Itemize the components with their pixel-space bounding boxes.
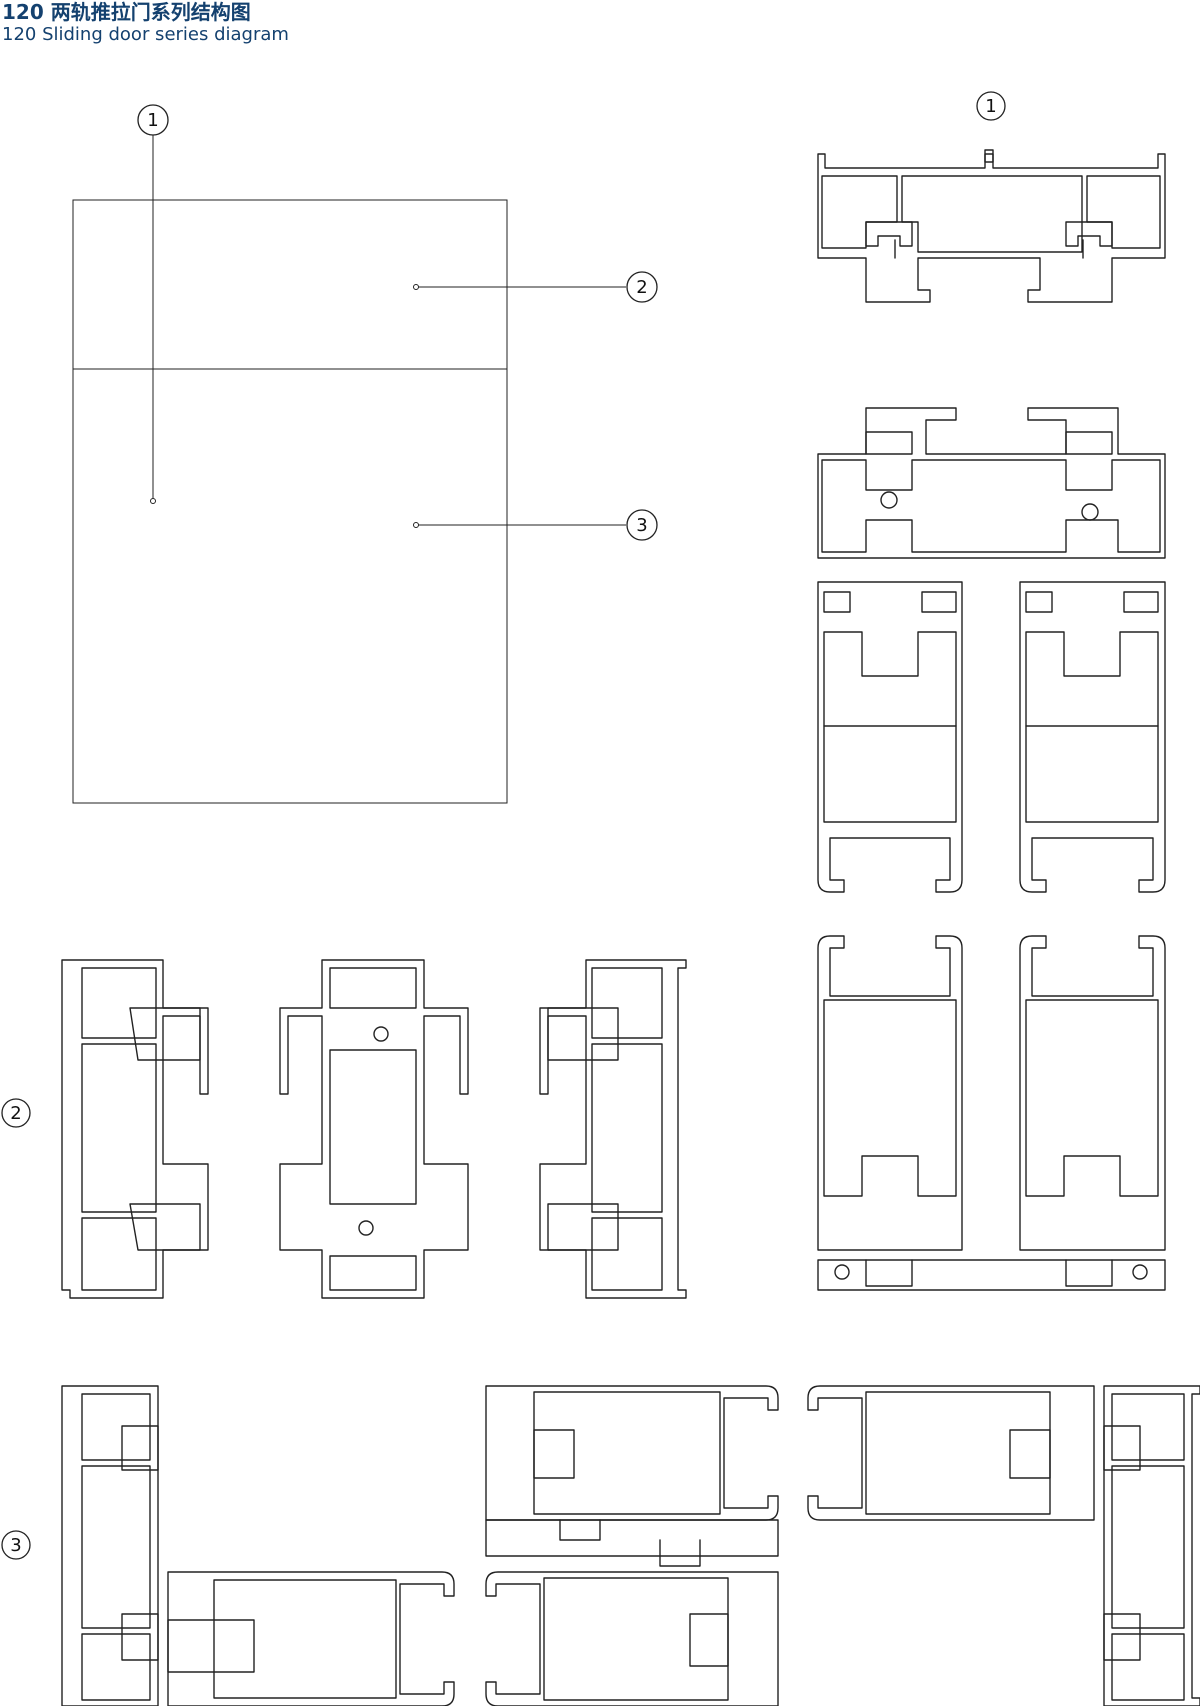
leader-dot-1 xyxy=(150,498,156,504)
section-label-3: 3 xyxy=(10,1535,21,1556)
title-block: 120 两轨推拉门系列结构图 120 Sliding door series d… xyxy=(2,0,289,46)
leader-dot-2 xyxy=(413,284,419,290)
section-3-middle-bottom xyxy=(485,1571,779,1706)
section-1-sash-pair-upper xyxy=(817,581,1166,893)
section-badge-2: 2 xyxy=(1,1098,31,1128)
section-3-right-jamb xyxy=(1103,1385,1200,1706)
callout-label-3: 3 xyxy=(636,515,647,536)
section-2-profile-right xyxy=(539,959,687,1299)
callout-label-2: 2 xyxy=(636,277,647,298)
section-3-middle-top xyxy=(485,1385,779,1567)
section-label-1: 1 xyxy=(985,96,996,117)
callout-badge-3: 3 xyxy=(626,509,658,541)
door-outline xyxy=(72,199,508,804)
callout-badge-1: 1 xyxy=(137,104,169,136)
section-badge-3: 3 xyxy=(1,1530,31,1560)
callout-label-1: 1 xyxy=(147,110,158,131)
section-3-left-sash xyxy=(167,1571,455,1706)
section-3-right-sash xyxy=(807,1385,1095,1521)
page-title-cn: 120 两轨推拉门系列结构图 xyxy=(2,0,251,24)
door-elevation xyxy=(72,134,626,804)
section-badge-1: 1 xyxy=(976,91,1006,121)
section-1-sash-pair-lower xyxy=(817,935,1166,1291)
section-1-bottom-track xyxy=(817,407,1166,559)
leader-dot-3 xyxy=(413,522,419,528)
section-label-2: 2 xyxy=(10,1103,21,1124)
section-1-top-frame xyxy=(817,149,1166,303)
section-2-profile-left xyxy=(61,959,209,1299)
section-3-left-jamb xyxy=(61,1385,159,1706)
callout-badge-2: 2 xyxy=(626,271,658,303)
page-title-en: 120 Sliding door series diagram xyxy=(2,24,289,45)
section-2-profile-middle xyxy=(279,959,469,1299)
